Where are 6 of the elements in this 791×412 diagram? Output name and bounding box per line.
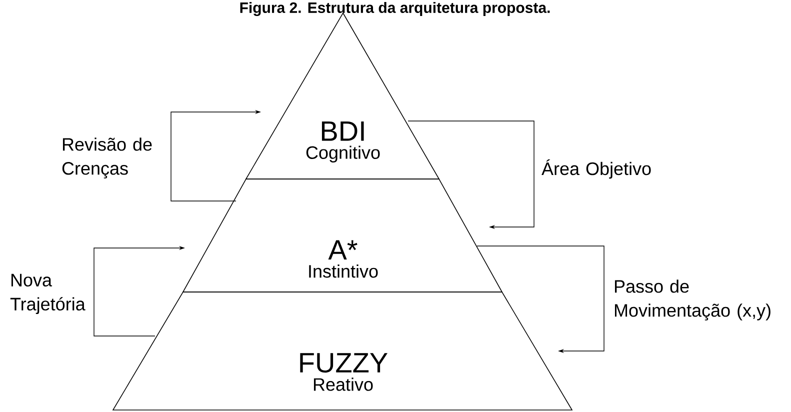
edge-label: Revisão de Crenças <box>62 138 152 178</box>
edge-label: Nova Trajetória <box>10 274 86 314</box>
arrow <box>476 246 604 354</box>
arrow <box>408 120 534 230</box>
edge-label: Área Objetivo <box>542 159 651 179</box>
edge-label: Passo de Movimentação (x,y) <box>614 280 770 320</box>
